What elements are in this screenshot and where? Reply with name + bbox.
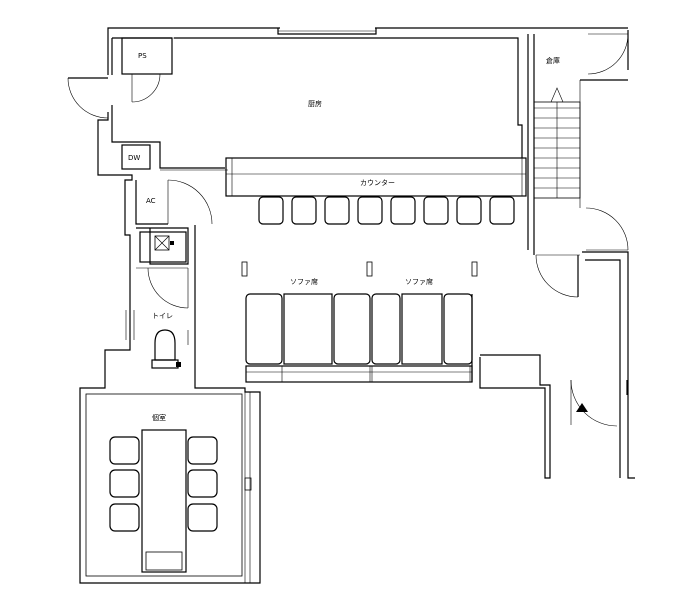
stool (258, 196, 284, 225)
private-room: 個室 (85, 392, 252, 583)
stool (357, 196, 383, 225)
chair (109, 503, 140, 532)
stool (291, 196, 317, 225)
sofa-left-label: ソファ席 (290, 277, 318, 286)
kitchen: 厨房 (160, 37, 523, 171)
counter-stools (258, 196, 515, 225)
chair (109, 436, 140, 465)
toilet-label: トイレ (152, 312, 173, 320)
outer-walls (79, 27, 635, 584)
columns (241, 261, 478, 277)
chair (187, 469, 218, 498)
dw-unit: DW (121, 144, 151, 170)
right-door-lower[interactable] (535, 254, 580, 298)
stool (324, 196, 350, 225)
ac-room: AC (135, 179, 213, 225)
private-room-label: 個室 (152, 413, 166, 422)
ac-label: AC (146, 197, 156, 205)
stool (456, 196, 482, 225)
toilet-room: トイレ (125, 227, 189, 369)
right-door-upper[interactable] (585, 207, 629, 251)
sofa-area: ソファ席 ソファ席 (245, 277, 473, 383)
chair (187, 503, 218, 532)
ps-label: PS (138, 52, 147, 60)
counter-label: カウンター (360, 178, 395, 187)
right-entrance-door[interactable] (570, 379, 618, 427)
stairs (533, 80, 581, 208)
chair (187, 436, 218, 465)
kitchen-label: 厨房 (308, 99, 322, 108)
stool (390, 196, 416, 225)
chair (109, 469, 140, 498)
entry-door-left[interactable] (67, 77, 109, 119)
counter: カウンター (225, 157, 527, 197)
sofa-right-label: ソファ席 (405, 277, 433, 286)
stool (423, 196, 449, 225)
ps-room: PS (111, 37, 173, 103)
entrance-triangle-icon (576, 403, 588, 412)
storage: 倉庫 (527, 33, 629, 255)
storage-label: 倉庫 (546, 56, 560, 65)
dw-label: DW (128, 154, 140, 162)
stool (489, 196, 515, 225)
